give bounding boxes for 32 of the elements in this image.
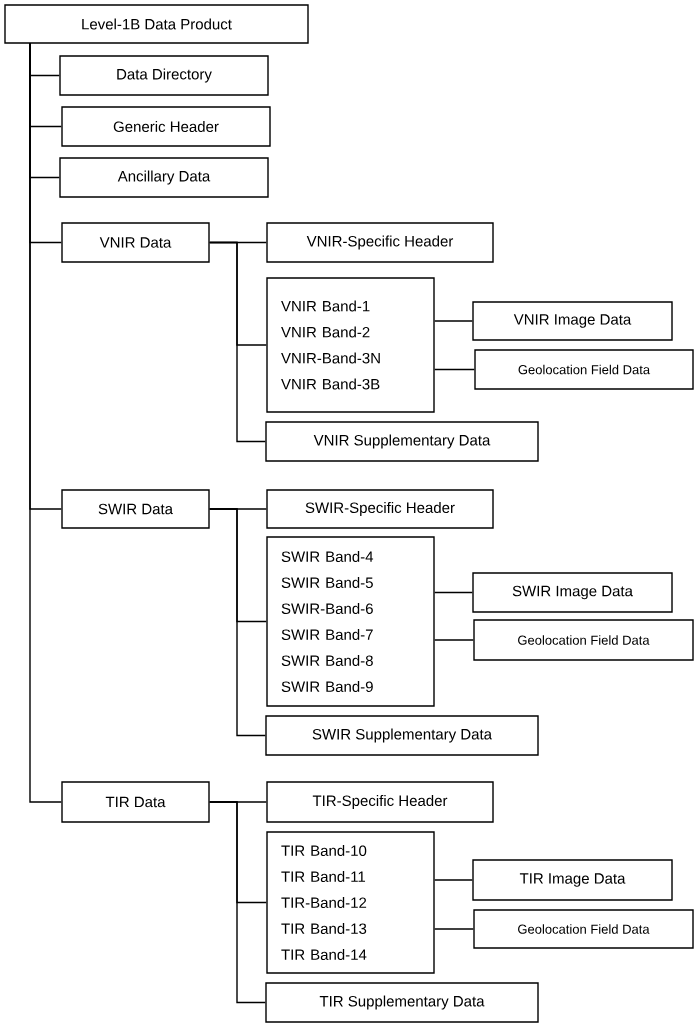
band-list-box: SWIR Band-4 SWIR Band-5 SWIR-Band-6 SWIR Band-7 SWIR Band-8 SWIR Band-9 xyxy=(266,536,435,707)
node-box: TIR Supplementary Data xyxy=(265,982,539,1023)
node-box: Data Directory xyxy=(59,55,269,96)
node-box: Level-1B Data Product xyxy=(4,4,309,44)
connector-line xyxy=(434,879,473,881)
node-box: VNIR Supplementary Data xyxy=(265,421,539,462)
connector-line xyxy=(434,320,473,322)
connector-line xyxy=(209,241,266,443)
node-box: TIR Image Data xyxy=(472,859,673,901)
connector-line xyxy=(434,591,473,594)
connector-line xyxy=(209,508,266,737)
connector-line xyxy=(434,639,474,641)
band-list-box: VNIR Band-1 VNIR Band-2 VNIR-Band-3N VNIR Band-3B xyxy=(266,277,435,413)
connector-line xyxy=(29,42,62,803)
node-box: TIR-Specific Header xyxy=(266,781,494,823)
node-box: SWIR Data xyxy=(61,489,210,529)
node-box: Geolocation Field Data xyxy=(473,619,694,661)
node-box: VNIR-Specific Header xyxy=(266,222,494,263)
node-box: VNIR Image Data xyxy=(472,301,673,341)
connector-line xyxy=(434,368,475,371)
node-box: Geolocation Field Data xyxy=(474,349,694,390)
node-box: TIR Data xyxy=(61,781,210,823)
band-list-box: TIR Band-10 TIR Band-11 TIR-Band-12 TIR Band-13 TIR Band-14 xyxy=(266,831,435,974)
connector-line xyxy=(434,928,474,930)
node-box: Generic Header xyxy=(61,106,271,147)
node-box: VNIR Data xyxy=(61,222,210,263)
node-box: SWIR Supplementary Data xyxy=(265,715,539,756)
node-box: Ancillary Data xyxy=(59,157,269,198)
node-box: SWIR Image Data xyxy=(472,572,673,613)
node-box: Geolocation Field Data xyxy=(473,909,694,949)
connector-line xyxy=(209,801,266,1004)
node-box: SWIR-Specific Header xyxy=(266,489,494,529)
